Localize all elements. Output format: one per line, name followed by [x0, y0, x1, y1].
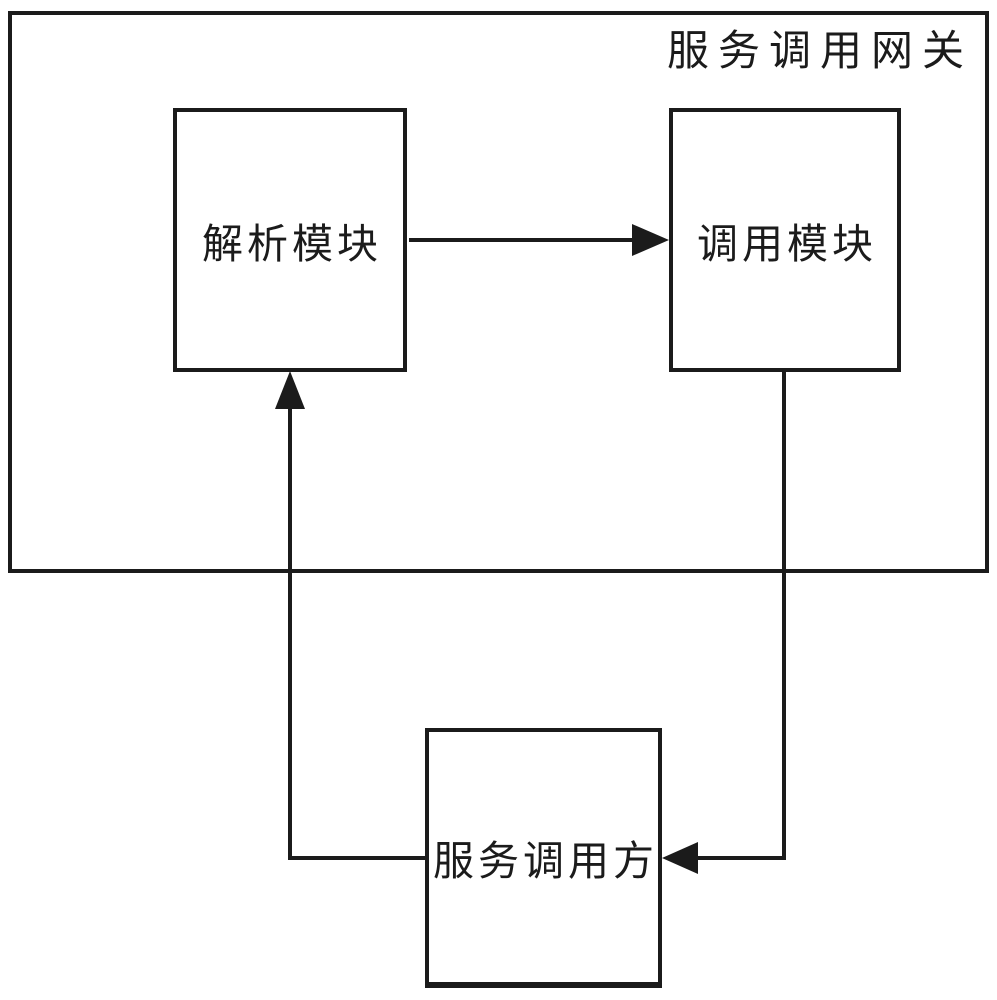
gateway-container-box: 服务调用网关: [8, 11, 989, 573]
gateway-title: 服务调用网关: [666, 29, 973, 75]
node-parse-module: 解析模块: [173, 108, 407, 372]
call-module-label: 调用模块: [697, 221, 877, 267]
parse-module-label: 解析模块: [202, 221, 382, 267]
node-service-caller: 服务调用方: [425, 728, 662, 988]
service-caller-label: 服务调用方: [433, 838, 658, 884]
node-call-module: 调用模块: [669, 108, 901, 372]
